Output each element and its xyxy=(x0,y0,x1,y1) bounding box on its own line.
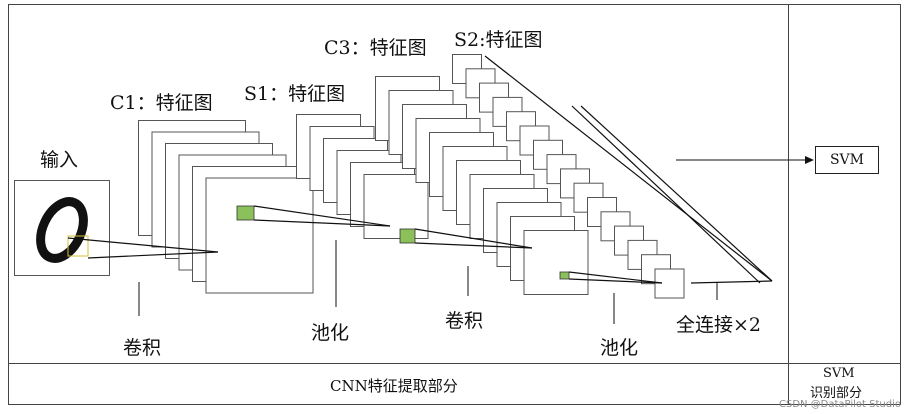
svm-box-label: SVM xyxy=(829,152,865,168)
label-fully-connected: 全连接×2 xyxy=(676,314,762,336)
footer-svm-line1: SVM xyxy=(823,366,855,381)
c1-feature-maps xyxy=(138,120,314,294)
outer-frame xyxy=(8,4,901,405)
highlight-c1 xyxy=(236,205,255,221)
footer-cnn-section: CNN特征提取部分 xyxy=(330,377,458,395)
s1-map-6 xyxy=(363,174,429,239)
label-s2: S2:特征图 xyxy=(454,29,543,51)
label-conv2: 卷积 xyxy=(445,310,484,332)
c3-map-12 xyxy=(523,230,589,295)
label-c3: C3：特征图 xyxy=(324,37,427,59)
label-input: 输入 xyxy=(40,149,79,171)
c1-map-6 xyxy=(205,177,314,294)
input-image xyxy=(14,180,110,276)
highlight-c3 xyxy=(559,271,570,280)
connection-lines xyxy=(67,55,773,284)
digit-zero xyxy=(36,197,88,263)
highlight-s1 xyxy=(399,228,416,244)
label-s1: S1：特征图 xyxy=(244,83,346,105)
arrow-head xyxy=(805,156,814,164)
watermark: CSDN @DataPilot Studio xyxy=(778,399,901,410)
svm-box: SVM xyxy=(815,146,879,174)
c3-feature-maps xyxy=(375,76,589,295)
label-pool2: 池化 xyxy=(600,337,639,359)
s2-map-16 xyxy=(654,268,685,299)
step-ticks xyxy=(138,240,718,324)
label-c1: C1：特征图 xyxy=(110,92,213,114)
footer-svm-line2: 识别部分 xyxy=(810,386,863,401)
label-conv1: 卷积 xyxy=(123,337,162,359)
s2-feature-maps xyxy=(452,54,685,299)
s1-feature-maps xyxy=(296,114,429,239)
label-pool1: 池化 xyxy=(311,322,350,344)
